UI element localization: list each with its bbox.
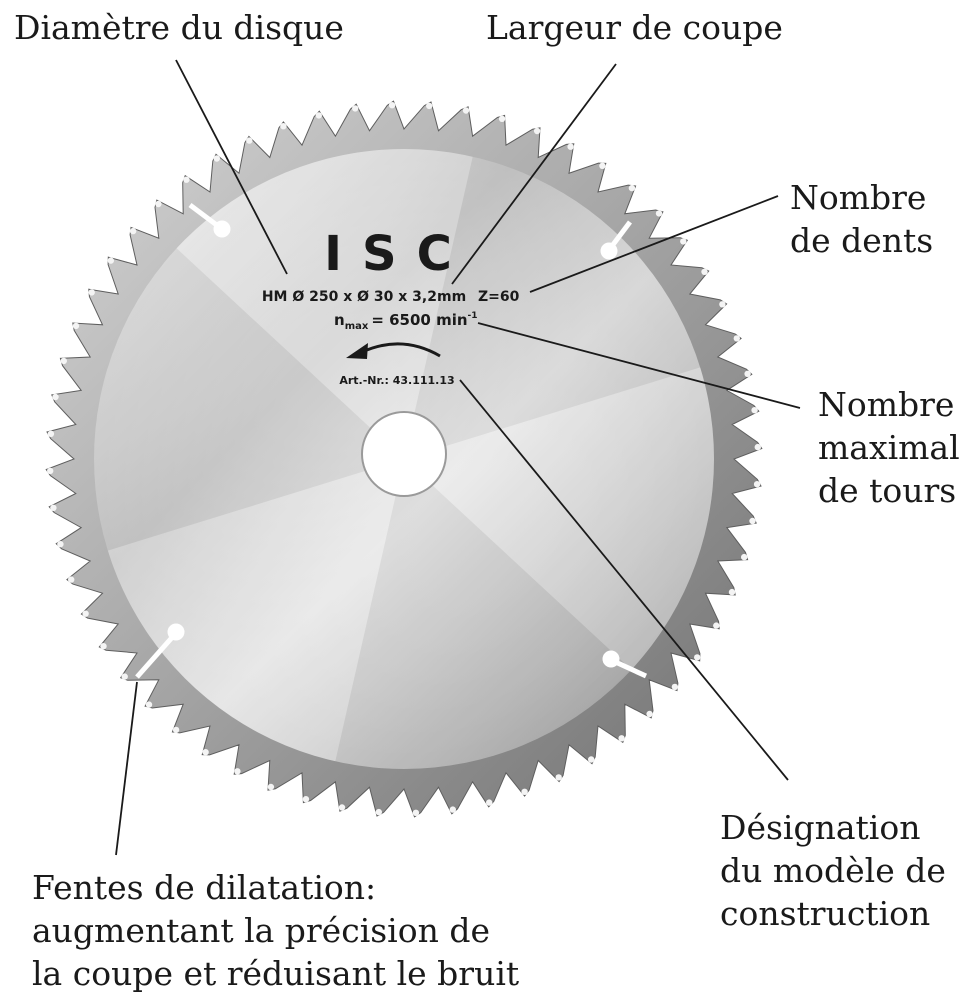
blade-sector [107, 459, 405, 762]
carbide-tip [449, 806, 456, 813]
leader-lines [115, 59, 801, 856]
carbide-tip [47, 467, 54, 475]
carbide-tip [213, 155, 220, 162]
carbide-tip [280, 123, 287, 130]
carbide-tip [50, 504, 57, 511]
carbide-tip [88, 289, 95, 296]
carbide-tip [172, 726, 180, 734]
carbide-tip [749, 517, 756, 525]
carbide-tip [701, 268, 708, 275]
carbide-tip [82, 610, 89, 617]
spec-line: HM Ø 250 x Ø 30 x 3,2mm [262, 289, 466, 305]
carbide-tip [60, 357, 67, 365]
blade-sectors [93, 148, 715, 770]
blade-sector [335, 459, 632, 770]
carbide-tip [107, 257, 115, 264]
carbide-tip [728, 588, 736, 596]
carbide-tip [646, 710, 653, 718]
carbide-tip [588, 756, 595, 763]
carbide-tip [155, 200, 162, 208]
carbide-tip [751, 407, 758, 414]
expansion-slots [135, 203, 648, 679]
carbide-tip [352, 105, 359, 112]
carbide-tips [47, 102, 761, 816]
rotation-arrow-head [346, 343, 368, 359]
carbide-tip [121, 673, 128, 680]
carbide-tip [680, 238, 687, 245]
carbide-tip [498, 115, 506, 123]
label-diametre: Diamètre du disque [14, 8, 344, 47]
nmax-marking: nmax= 6500 min-1 [334, 311, 478, 332]
carbide-tip [521, 788, 528, 795]
carbide-tip [462, 107, 470, 114]
label-fentes: Fentes de dilatation: augmentant la préc… [32, 868, 520, 993]
article-number: Art.-Nr.: 43.111.13 [339, 374, 454, 387]
carbide-tip [375, 808, 382, 816]
arbor-hole [361, 411, 447, 497]
label-designation: Désignation du modèle de construction [720, 808, 946, 933]
carbide-tip [52, 393, 59, 401]
carbide-tip [72, 322, 80, 330]
blade-sector [404, 156, 701, 459]
carbide-tip [100, 643, 107, 650]
carbide-tip [567, 143, 574, 150]
carbide-tip [302, 796, 310, 803]
carbide-tip [744, 370, 751, 377]
carbide-tip [234, 768, 241, 775]
carbide-tip [129, 227, 137, 235]
blade-sector [93, 248, 405, 551]
carbide-tip [555, 774, 562, 781]
carbide-tip [246, 137, 253, 144]
carbide-tip [47, 430, 55, 437]
carbide-tip [628, 184, 636, 192]
label-largeur: Largeur de coupe [486, 8, 783, 47]
carbide-tip [486, 799, 493, 806]
label-tours: Nombre maximal de tours [818, 385, 960, 510]
carbide-tip [754, 443, 761, 451]
carbide-tip [426, 102, 433, 110]
carbide-tip [68, 576, 75, 583]
carbide-tip [733, 335, 740, 342]
carbide-tip [741, 553, 748, 561]
carbide-tip [655, 210, 663, 217]
carbide-tip [618, 735, 625, 742]
carbide-tip [599, 162, 606, 169]
carbide-tip [533, 127, 541, 135]
carbide-tip [315, 112, 322, 119]
carbide-tip [57, 541, 64, 548]
carbide-tip [338, 804, 346, 811]
rotation-arrow-icon [361, 342, 441, 358]
carbide-tip [694, 654, 701, 661]
carbide-tip [412, 809, 420, 816]
carbide-tip [713, 622, 720, 629]
carbide-tip [267, 783, 275, 791]
carbide-tip [388, 102, 396, 109]
carbide-tip [719, 301, 726, 308]
blade-sector [176, 148, 473, 459]
carbide-tip [145, 701, 153, 708]
label-dents: Nombre de dents [790, 178, 934, 260]
teeth-marking: Z=60 [478, 289, 520, 305]
carbide-tip [753, 481, 761, 488]
carbide-tip [671, 683, 679, 691]
carbide-tip [202, 749, 209, 756]
carbide-tip [183, 176, 190, 183]
brand-logo: ISC [324, 226, 472, 282]
